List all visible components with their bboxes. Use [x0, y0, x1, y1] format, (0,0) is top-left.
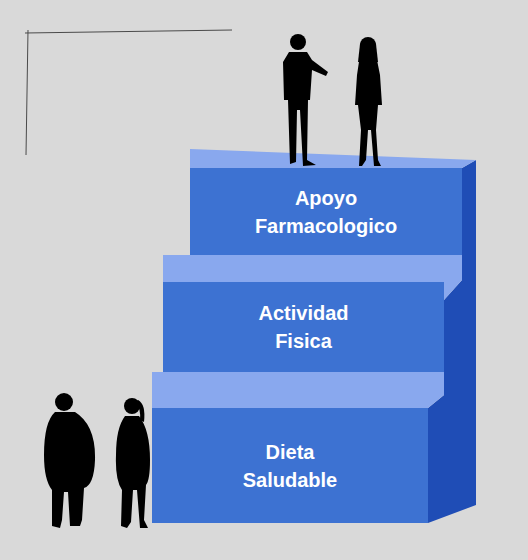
stair-step: Dieta Saludable — [152, 408, 428, 523]
step-label: Actividad Fisica — [258, 299, 348, 355]
hand-silhouette — [86, 453, 94, 459]
woman-silhouette — [116, 416, 150, 528]
stair-tread — [190, 149, 476, 168]
stairs — [152, 149, 476, 523]
man-silhouette — [283, 52, 328, 166]
step-label: Dieta Saludable — [243, 438, 337, 494]
stair-step: Apoyo Farmacologico — [190, 168, 462, 255]
woman-silhouette — [355, 55, 382, 166]
bracket-line — [25, 30, 232, 33]
step-label: Apoyo Farmacologico — [255, 184, 397, 240]
stair-step: Actividad Fisica — [163, 282, 444, 372]
silhouette-head — [290, 34, 306, 50]
corner-bracket — [25, 30, 232, 155]
stair-tread — [152, 372, 444, 408]
silhouette-head — [55, 393, 73, 411]
man-silhouette — [44, 412, 95, 528]
bracket-line — [26, 30, 28, 155]
silhouette-head — [124, 398, 140, 414]
